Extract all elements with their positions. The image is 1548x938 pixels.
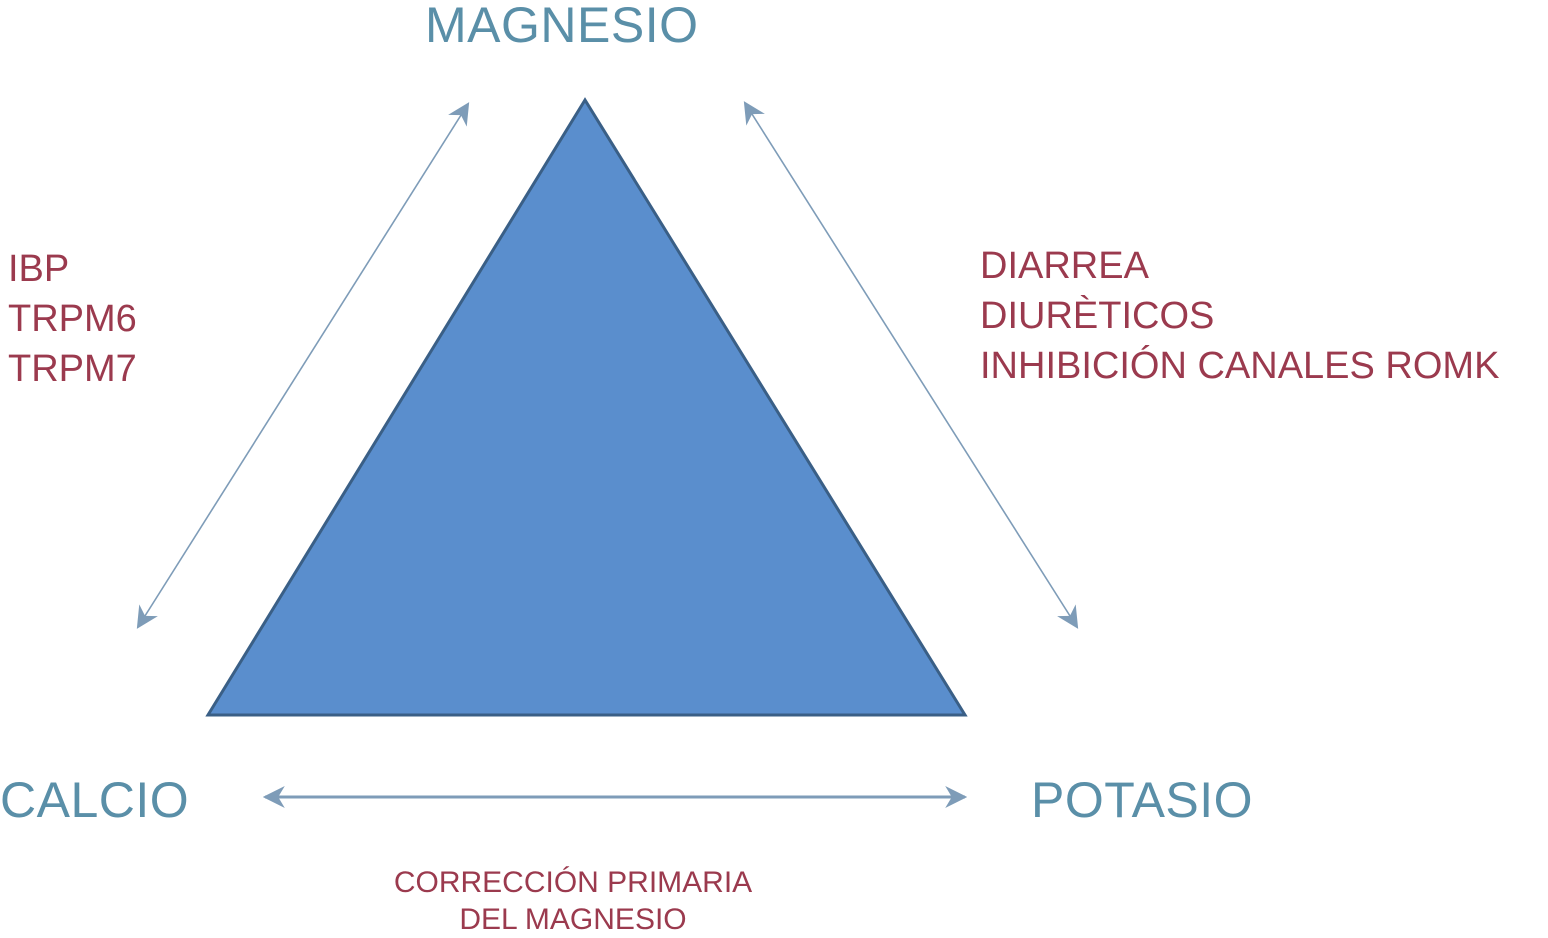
factor-item: IBP: [8, 248, 70, 290]
bottom-note-line-2: DEL MAGNESIO: [459, 903, 687, 936]
node-label-calcio: CALCIO: [0, 772, 190, 828]
bottom-note: CORRECCIÓN PRIMARIA DEL MAGNESIO: [394, 864, 752, 938]
central-triangle: [205, 97, 968, 717]
factor-item: DIURÈTICOS: [980, 295, 1215, 337]
node-label-potasio: POTASIO: [1031, 772, 1254, 828]
factor-item: INHIBICIÓN CANALES ROMK: [980, 345, 1500, 387]
bottom-note-line-1: CORRECCIÓN PRIMARIA: [393, 866, 753, 899]
factor-item: TRPM7: [8, 348, 137, 390]
arrow-magnesio-potasio: [743, 101, 1079, 629]
factor-item: TRPM6: [8, 298, 137, 340]
factor-list-left: IBP TRPM6 TRPM7: [8, 244, 137, 394]
factor-list-right: DIARREA DIURÈTICOS INHIBICIÓN CANALES RO…: [980, 241, 1499, 391]
node-label-magnesio: MAGNESIO: [425, 0, 699, 53]
factor-item: DIARREA: [980, 245, 1149, 287]
arrow-calcio-magnesio: [136, 102, 470, 629]
